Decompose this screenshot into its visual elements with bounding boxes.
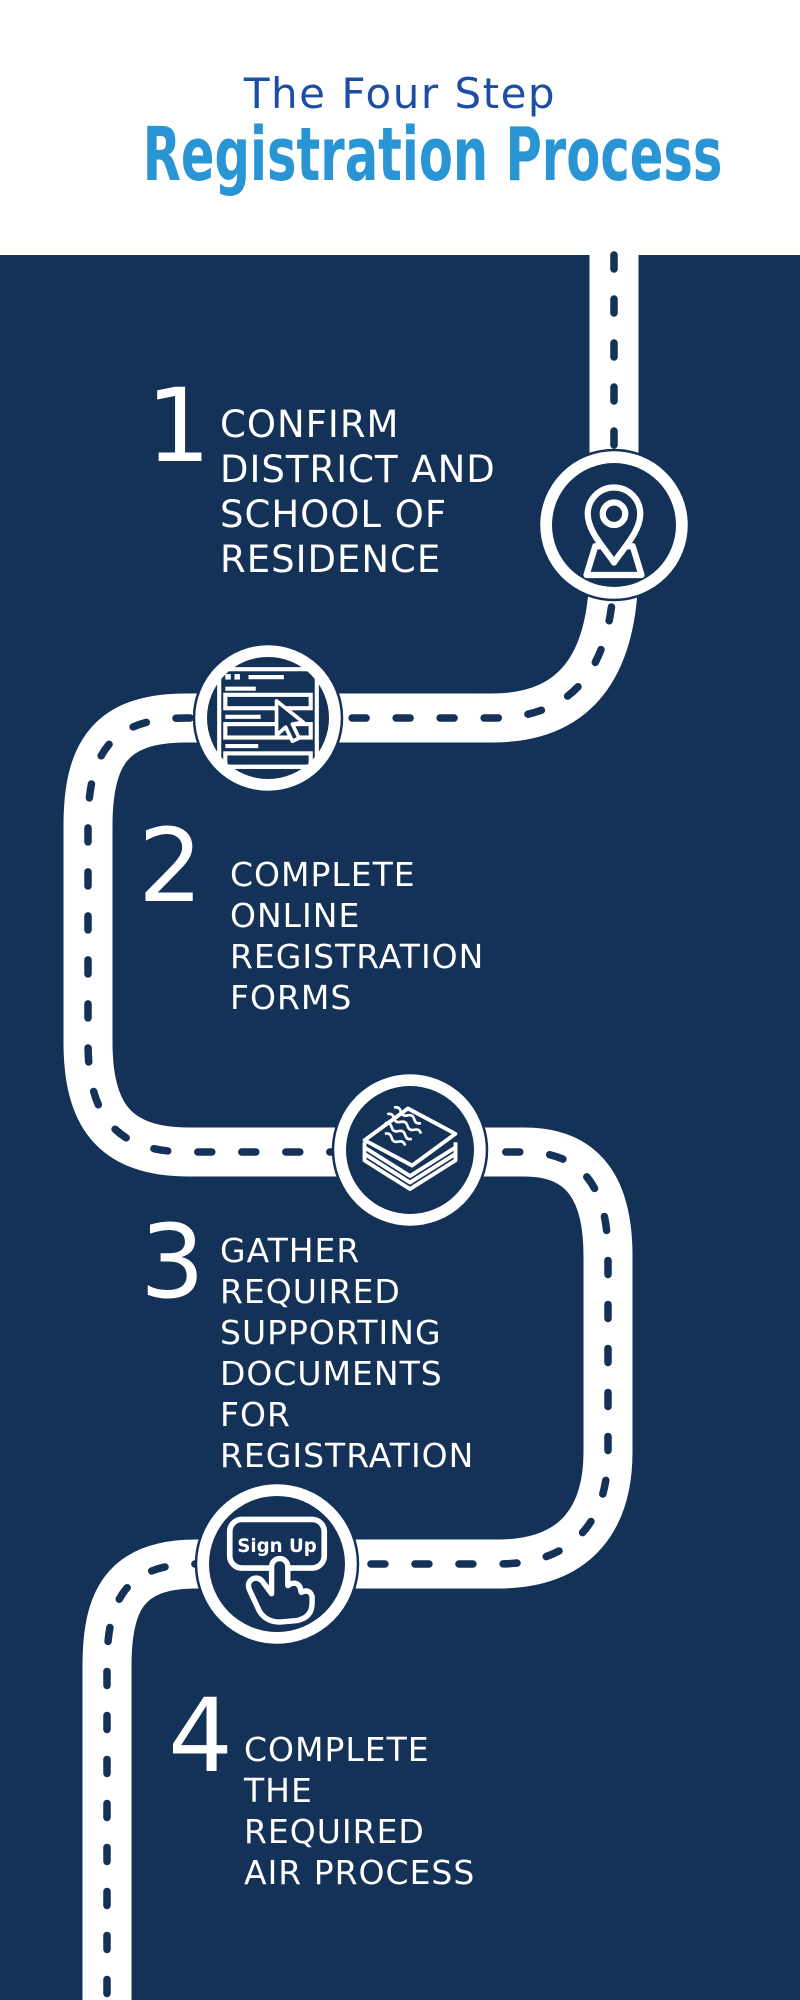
- step-1-number: 1: [146, 367, 211, 486]
- step-1-node: [537, 448, 691, 602]
- step-4-number: 4: [168, 1677, 233, 1796]
- step-caption-line: REQUIRED: [220, 1272, 401, 1311]
- header-subtitle: The Four Step: [243, 69, 557, 118]
- step-caption-line: REGISTRATION: [220, 1436, 475, 1475]
- step-3-number: 3: [140, 1203, 205, 1322]
- step-caption-line: RESIDENCE: [220, 538, 442, 581]
- step-caption-line: DOCUMENTS: [220, 1354, 443, 1393]
- step-caption-line: COMPLETE: [230, 855, 416, 894]
- step-2-number: 2: [138, 807, 203, 926]
- step-3-caption: GATHER REQUIRED SUPPORTING DOCUMENTS FOR…: [220, 1230, 474, 1476]
- road-center-line: [84, 251, 618, 2000]
- step-caption-line: REGISTRATION: [230, 937, 485, 976]
- step-4-node: Sign Up: [194, 1481, 360, 1647]
- sign-up-button-label: Sign Up: [237, 1536, 317, 1557]
- online-form-icon: [217, 667, 319, 769]
- step-caption-line: ONLINE: [230, 896, 361, 935]
- step-caption-line: SUPPORTING: [220, 1313, 442, 1352]
- step-caption-line: FOR: [220, 1395, 291, 1434]
- pointer-hand-icon: [245, 1555, 315, 1625]
- step-caption-line: GATHER: [220, 1231, 361, 1270]
- location-pin-icon: [583, 484, 645, 579]
- step-1-caption: CONFIRM DISTRICT AND SCHOOL OF RESIDENCE: [220, 402, 496, 582]
- step-3-node: [331, 1071, 489, 1229]
- step-4-caption: COMPLETE THE REQUIRED AIR PROCESS: [244, 1729, 475, 1893]
- step-caption-line: FORMS: [230, 978, 353, 1017]
- header-title-wrap: Registration Process: [0, 116, 800, 194]
- step-caption-line: AIR PROCESS: [244, 1853, 476, 1892]
- step-caption-line: CONFIRM: [220, 403, 400, 446]
- step-caption-line: THE: [244, 1771, 313, 1810]
- step-caption-line: REQUIRED: [244, 1812, 425, 1851]
- step-caption-line: DISTRICT AND: [220, 448, 496, 491]
- step-2-caption: COMPLETE ONLINE REGISTRATION FORMS: [230, 854, 484, 1018]
- step-caption-line: COMPLETE: [244, 1730, 430, 1769]
- page-title: Registration Process: [142, 112, 723, 198]
- documents-stack-icon: [362, 1105, 458, 1191]
- step-caption-line: SCHOOL OF: [220, 493, 448, 536]
- step-2-node: [192, 642, 344, 794]
- sign-up-click-icon: Sign Up: [226, 1516, 328, 1625]
